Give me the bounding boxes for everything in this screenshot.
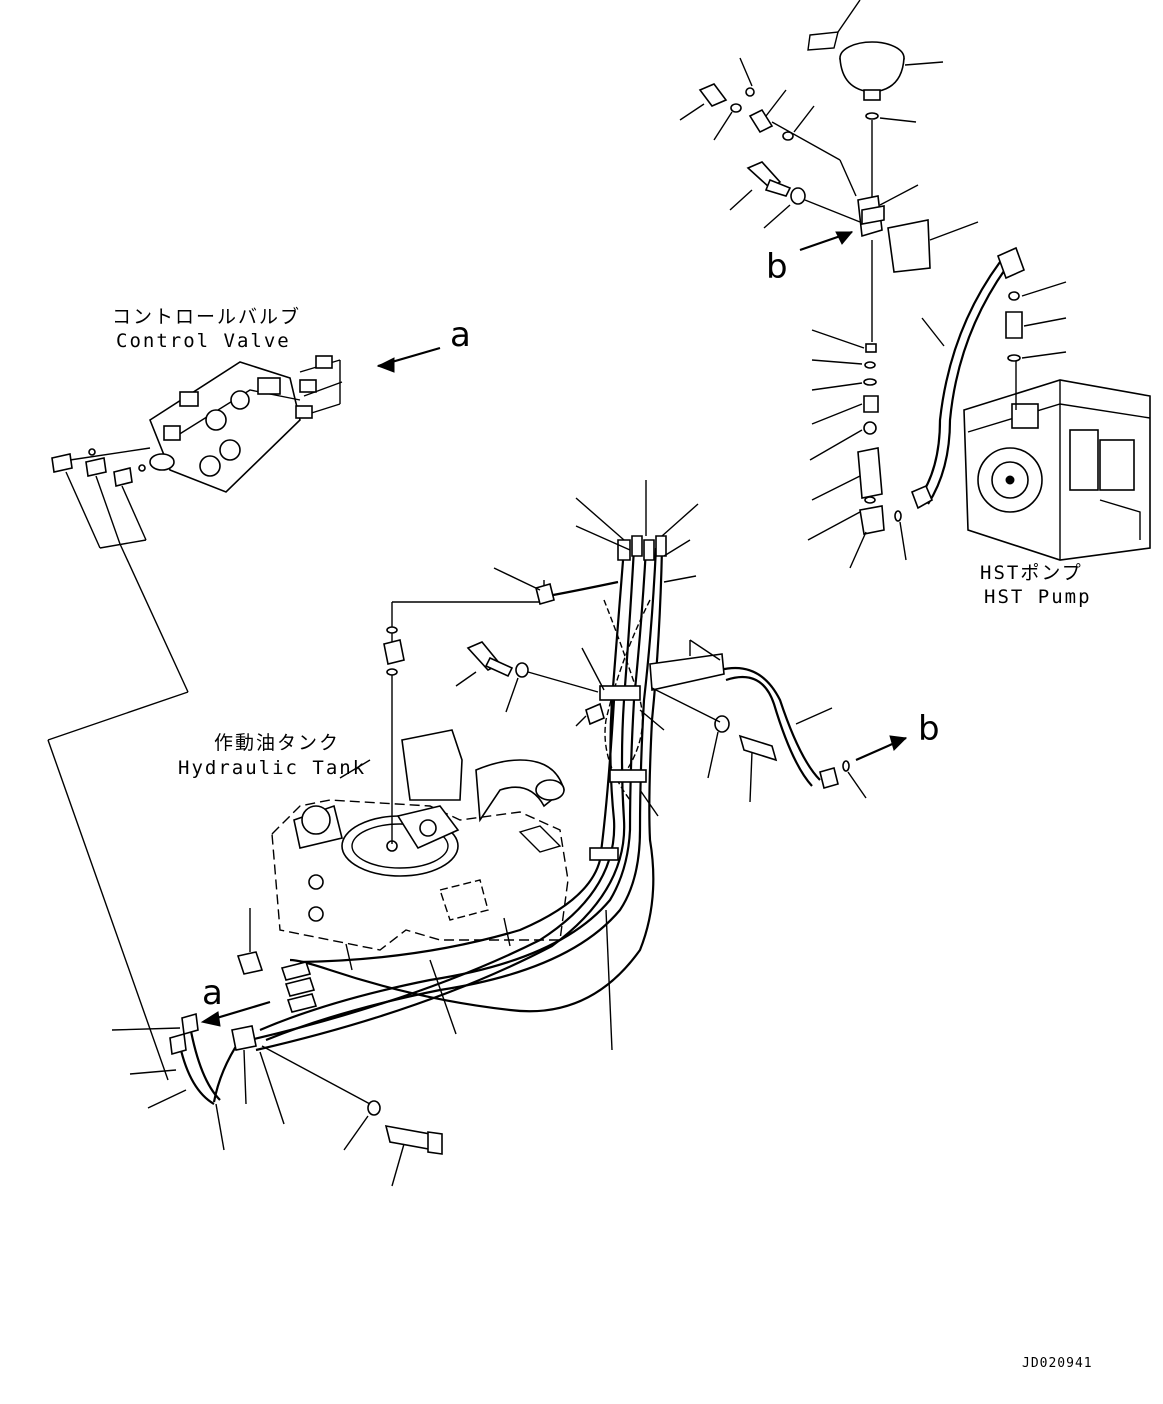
control-valve-label-en: Control Valve — [116, 330, 291, 352]
control-valve — [47, 346, 441, 1081]
hose-bundle — [249, 480, 699, 1052]
hose-to-hst — [649, 639, 908, 803]
hst-hose — [910, 246, 1026, 510]
lower-fittings — [111, 908, 457, 1187]
drawing-code: JD020941 — [1022, 1356, 1093, 1371]
hst-pump — [963, 281, 1151, 561]
control-valve-label-jp: コントロールバルブ — [112, 306, 302, 328]
hst-pump-label-jp: HSTポンプ — [980, 562, 1083, 584]
hst-pump-label-en: HST Pump — [984, 586, 1092, 608]
hydraulic-tank-label-en: Hydraulic Tank — [178, 757, 367, 779]
accumulator — [807, 0, 944, 123]
hydraulic-tank-label-jp: 作動油タンク — [214, 732, 341, 754]
hydraulic-tank — [271, 580, 569, 951]
view-marker-b-right: b — [918, 709, 940, 749]
valve-stack-parts — [807, 240, 907, 569]
valve-block — [679, 57, 979, 273]
view-marker-b-top: b — [766, 247, 788, 287]
view-marker-a-top: a — [450, 315, 471, 355]
view-marker-a-bottom: a — [202, 973, 223, 1013]
